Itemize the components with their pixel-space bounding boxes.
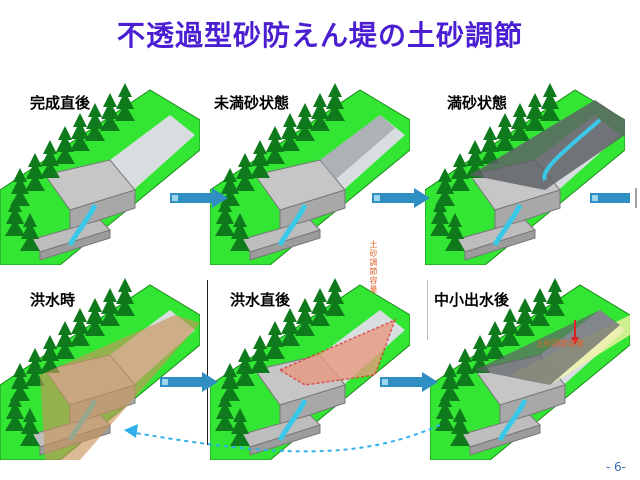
next-arrow bbox=[372, 188, 430, 208]
next-arrow bbox=[170, 188, 228, 208]
dam-illustration bbox=[430, 275, 630, 460]
dam-illustration bbox=[425, 80, 625, 265]
dam-illustration bbox=[0, 275, 200, 460]
panel-label: 未満砂状態 bbox=[214, 94, 290, 112]
next-arrow bbox=[160, 372, 218, 392]
panel-label: 完成直後 bbox=[30, 94, 91, 112]
panel-completed: 完成直後 bbox=[0, 80, 200, 265]
panel-partial-sediment: 未満砂状態 bbox=[210, 80, 410, 265]
page-number: - 6- bbox=[605, 460, 626, 474]
panel-label: 満砂状態 bbox=[447, 94, 508, 112]
return-cycle-arrow bbox=[124, 424, 441, 453]
panel-full-sediment: 満砂状態 bbox=[425, 80, 625, 265]
dam-illustration bbox=[210, 80, 410, 265]
capacity-annotation-vertical: 土砂調節容量 bbox=[369, 240, 378, 294]
panel-divider bbox=[427, 280, 428, 340]
panel-after-small-flood: 中小出水後 bbox=[430, 275, 630, 460]
panel-flood: 洪水時 bbox=[0, 275, 200, 460]
page-title: 不透過型砂防えん堤の土砂調節 bbox=[116, 19, 523, 52]
panel-label: 洪水直後 bbox=[230, 291, 291, 309]
next-arrow bbox=[590, 188, 637, 208]
capacity-annotation-horizontal: 土砂調節容量 bbox=[536, 339, 584, 348]
next-arrow bbox=[380, 372, 438, 392]
panel-divider bbox=[207, 280, 208, 445]
panel-label: 中小出水後 bbox=[434, 291, 510, 309]
panel-just-after-flood: 洪水直後 bbox=[210, 275, 410, 460]
dam-illustration bbox=[210, 275, 410, 460]
panel-label: 洪水時 bbox=[30, 291, 76, 309]
